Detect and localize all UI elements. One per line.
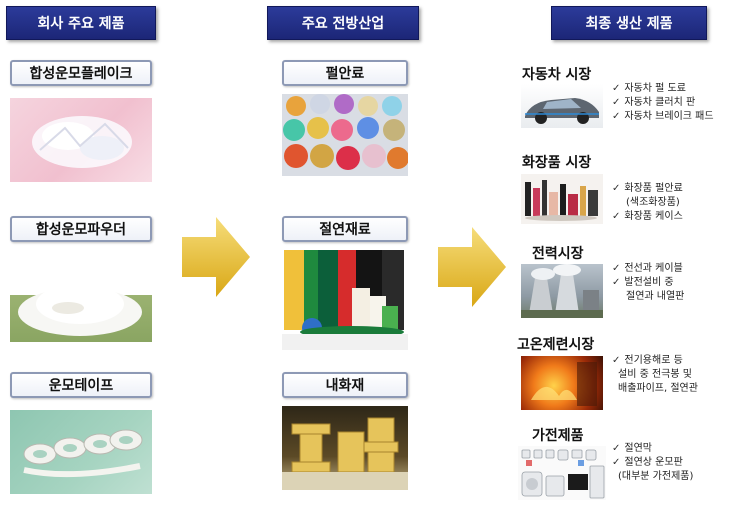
- market-items-cosmetics: ✓화장품 펄안료 (색조화장품) ✓화장품 케이스: [612, 182, 683, 224]
- market-item: 설비 중 전극봉 및: [618, 369, 692, 380]
- refractory-image: [282, 406, 408, 490]
- market-item: ✓자동차 클러치 판: [612, 97, 696, 108]
- market-item: ✓절연막: [612, 443, 652, 454]
- arrow-right-2: [438, 227, 506, 307]
- market-title-appliances: 가전제품: [532, 428, 584, 444]
- market-item: ✓자동차 브레이크 패드: [612, 111, 714, 122]
- market-items-automotive: ✓자동차 펄 도료 ✓자동차 클러치 판 ✓자동차 브레이크 패드: [612, 82, 714, 124]
- furnace-image: [521, 356, 603, 410]
- industry-label-pearl-pigment: 펄안료: [282, 60, 408, 86]
- car-image: [521, 84, 603, 128]
- market-item: ✓자동차 펄 도료: [612, 83, 686, 94]
- insulation-image: [282, 250, 408, 350]
- header-final-products: 최종 생산 제품: [551, 6, 707, 40]
- industry-label-insulation: 절연재료: [282, 216, 408, 242]
- product-label-flake: 합성운모플레이크: [10, 60, 152, 86]
- industry-label-refractory: 내화재: [282, 372, 408, 398]
- product-label-powder: 합성운모파우더: [10, 216, 152, 242]
- market-title-cosmetics: 화장품 시장: [522, 155, 592, 171]
- product-label-tape: 운모테이프: [10, 372, 152, 398]
- appliances-image: [518, 446, 606, 500]
- market-item: (대부분 가전제품): [618, 471, 694, 482]
- market-items-smelting: ✓전기용해로 등 설비 중 전극봉 및 배출파이프, 절연관: [612, 354, 698, 396]
- header-company-products: 회사 주요 제품: [6, 6, 156, 40]
- flake-image: [10, 98, 152, 182]
- cosmetics-image: [521, 174, 603, 224]
- powder-image: [10, 264, 152, 342]
- market-title-smelting: 고온제련시장: [517, 337, 595, 353]
- market-item: ✓전기용해로 등: [612, 355, 683, 366]
- market-title-automotive: 자동차 시장: [522, 67, 592, 83]
- market-item: ✓절연상 운모판: [612, 457, 683, 468]
- market-items-power: ✓전선과 케이블 ✓발전설비 중 절연과 내열판: [612, 262, 684, 304]
- tape-image: [10, 410, 152, 494]
- market-item: ✓화장품 펄안료: [612, 183, 683, 194]
- market-item: ✓전선과 케이블: [612, 263, 683, 274]
- market-item: 배출파이프, 절연관: [618, 383, 698, 394]
- pearl-pigment-image: [282, 94, 408, 176]
- arrow-right-1: [182, 217, 250, 297]
- market-item: ✓발전설비 중: [612, 277, 674, 288]
- market-item: ✓화장품 케이스: [612, 211, 683, 222]
- market-items-appliances: ✓절연막 ✓절연상 운모판 (대부분 가전제품): [612, 442, 693, 484]
- header-front-industries: 주요 전방산업: [267, 6, 419, 40]
- market-item: (색조화장품): [626, 197, 680, 208]
- market-title-power: 전력시장: [532, 246, 584, 262]
- power-plant-image: [521, 264, 603, 318]
- market-item: 절연과 내열판: [626, 291, 685, 302]
